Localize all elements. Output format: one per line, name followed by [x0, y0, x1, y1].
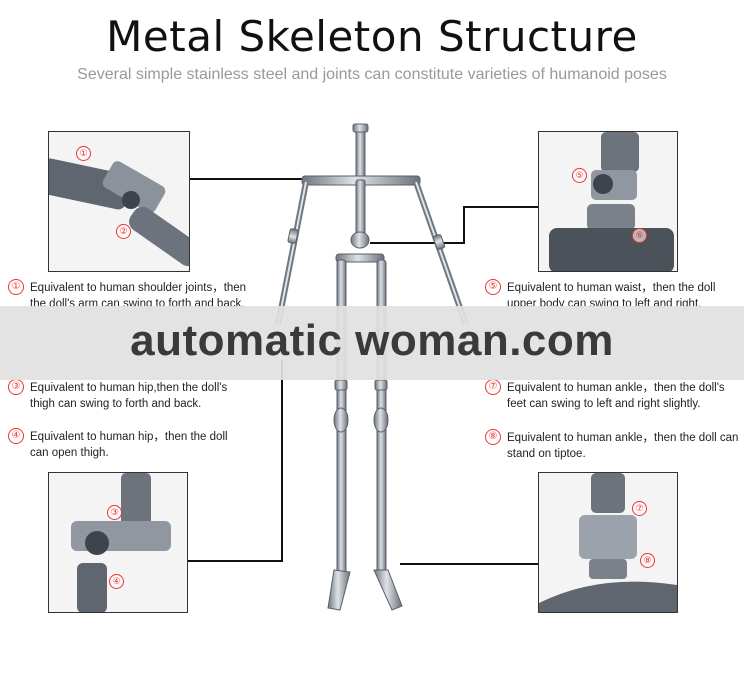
page-title: Metal Skeleton Structure — [106, 12, 638, 61]
note-text: Equivalent to human ankle，then the doll'… — [507, 382, 725, 410]
shoulder-joint-photo: ① ② — [48, 131, 190, 272]
note-text: Equivalent to human hip，then the doll ca… — [30, 431, 228, 459]
leader-line-hip-h — [186, 560, 282, 562]
leader-line-waist-h1 — [464, 206, 538, 208]
note-number: ⑤ — [485, 279, 501, 295]
photo-tag-2: ② — [116, 224, 131, 239]
note-ankle-tiptoe: ⑧ Equivalent to human ankle，then the dol… — [485, 429, 739, 462]
ankle-joint-photo: ⑦ ⑧ — [538, 472, 678, 613]
leader-line-hip-v — [281, 360, 283, 562]
note-ankle-swing: ⑦ Equivalent to human ankle，then the dol… — [485, 379, 739, 412]
note-text: Equivalent to human ankle，then the doll … — [507, 432, 739, 460]
note-hip-open: ④ Equivalent to human hip，then the doll … — [8, 428, 230, 461]
page-subtitle: Several simple stainless steel and joint… — [77, 66, 667, 83]
hip-joint-photo: ③ ④ — [48, 472, 188, 613]
leader-line-shoulder — [190, 178, 302, 180]
leader-line-waist-h2 — [370, 242, 465, 244]
note-number: ④ — [8, 428, 24, 444]
leader-line-ankle — [400, 563, 538, 565]
leader-line-waist-v — [463, 206, 465, 244]
photo-tag-3: ③ — [107, 505, 122, 520]
note-number: ③ — [8, 379, 24, 395]
note-number: ① — [8, 279, 24, 295]
photo-tag-5: ⑤ — [572, 168, 587, 183]
photo-tag-1: ① — [76, 146, 91, 161]
watermark-text: automatic woman.com — [130, 316, 614, 365]
photo-tag-8: ⑧ — [640, 553, 655, 568]
watermark-band: automatic woman.com — [0, 306, 744, 380]
note-text: Equivalent to human hip,then the doll's … — [30, 382, 228, 410]
note-number: ⑦ — [485, 379, 501, 395]
photo-tag-7: ⑦ — [632, 501, 647, 516]
waist-joint-photo: ⑤ ⑥ — [538, 131, 678, 272]
note-number: ⑧ — [485, 429, 501, 445]
note-hip-swing: ③ Equivalent to human hip,then the doll'… — [8, 379, 250, 412]
photo-tag-6: ⑥ — [632, 228, 647, 243]
photo-tag-4: ④ — [109, 574, 124, 589]
